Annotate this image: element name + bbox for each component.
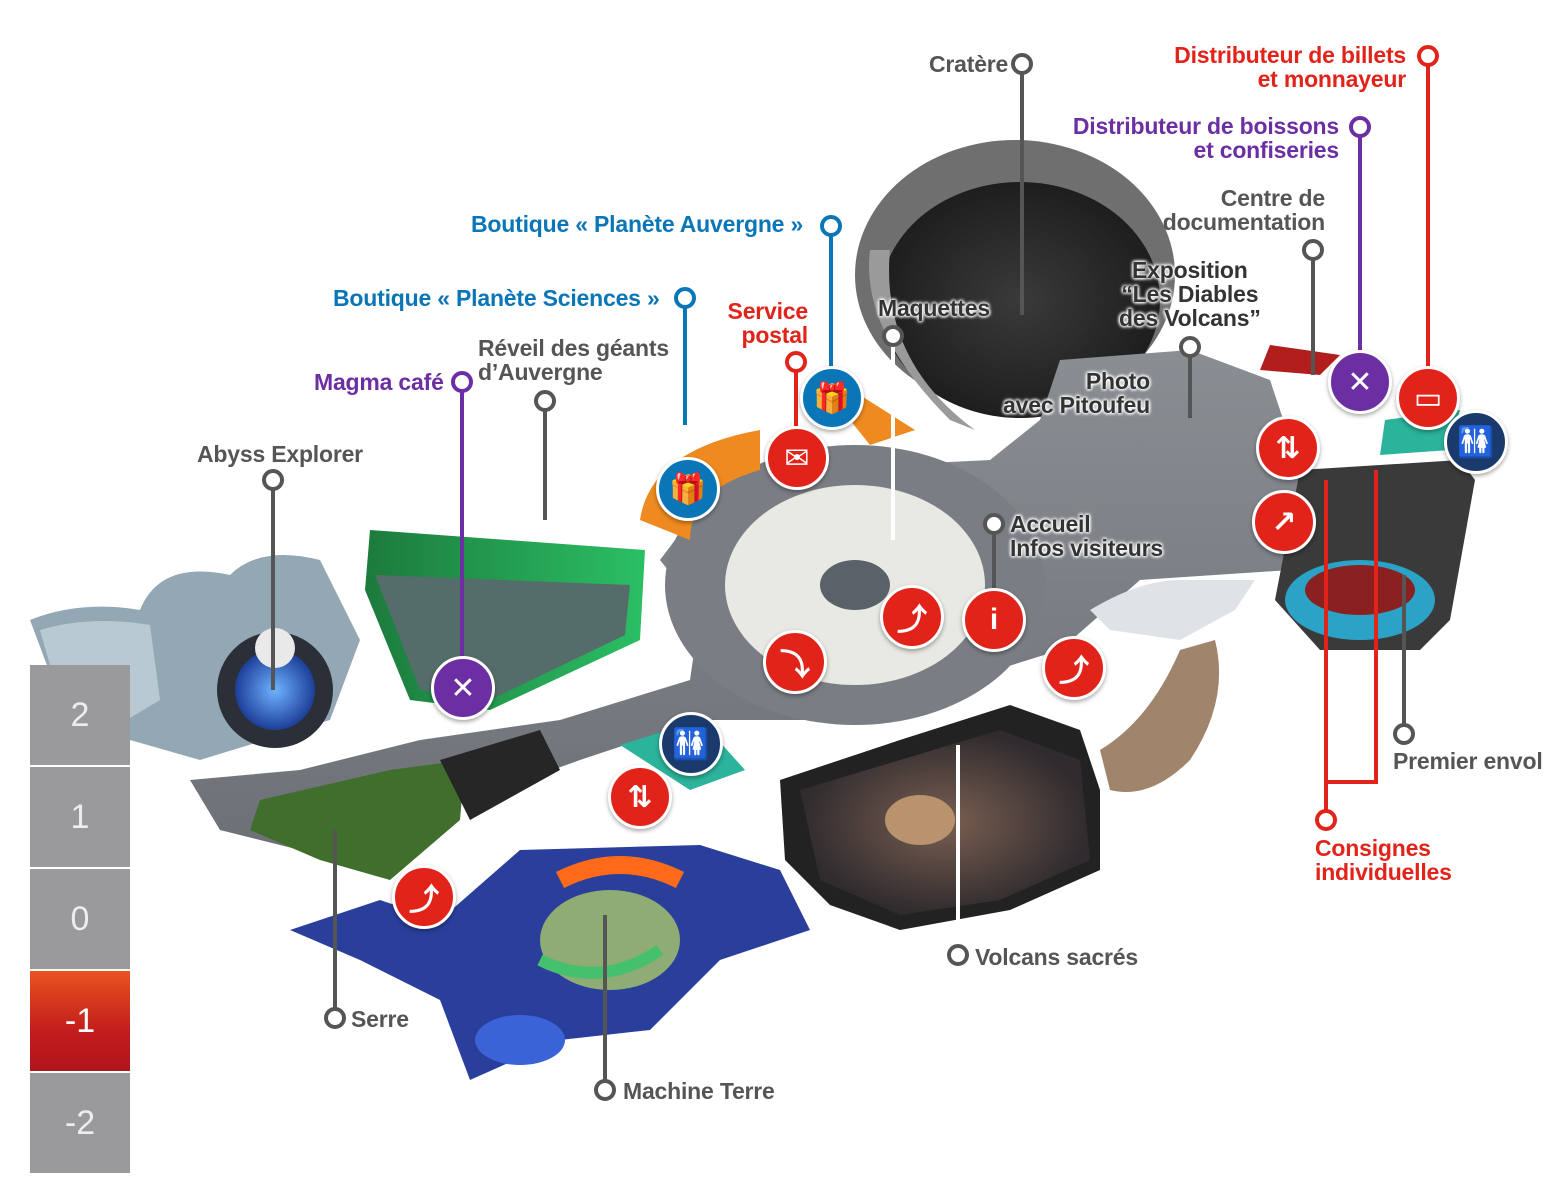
stairs-up-icon[interactable]: ⤴ xyxy=(392,865,456,929)
card-payment-icon[interactable]: ▭ xyxy=(1396,366,1460,430)
label-volcans-sacres[interactable]: Volcans sacrés xyxy=(975,944,1138,970)
volcans-sacres-area xyxy=(780,705,1100,930)
gift-icon[interactable]: 🎁 xyxy=(656,457,720,521)
label-abyss-explorer[interactable]: Abyss Explorer xyxy=(197,441,363,467)
floor-0-button[interactable]: 0 xyxy=(30,869,130,969)
label-magma-cafe[interactable]: Magma café xyxy=(314,369,444,395)
fork-knife-icon[interactable]: ✕ xyxy=(431,656,495,720)
label-accueil[interactable]: Accueil Infos visiteurs xyxy=(1010,511,1163,561)
label-service-postal[interactable]: Service postal xyxy=(727,298,809,348)
fork-knife-icon[interactable]: ✕ xyxy=(1328,350,1392,414)
info-icon[interactable]: i xyxy=(962,588,1026,652)
stairs-up-icon[interactable]: ⤴ xyxy=(880,585,944,649)
gift-icon[interactable]: 🎁 xyxy=(800,366,864,430)
floor-2-button[interactable]: 2 xyxy=(30,665,130,765)
label-boutique-auvergne[interactable]: Boutique « Planète Auvergne » xyxy=(471,211,804,237)
floor-minus2-button[interactable]: -2 xyxy=(30,1073,130,1173)
machine-terre-area xyxy=(290,845,810,1080)
label-exposition[interactable]: Exposition “Les Diables des Volcans” xyxy=(1119,257,1261,331)
mail-icon[interactable]: ✉ xyxy=(765,426,829,490)
reveil-room xyxy=(365,530,645,710)
label-consignes[interactable]: Consignes individuelles xyxy=(1315,835,1452,885)
label-distributeur-billets[interactable]: Distributeur de billets et monnayeur xyxy=(1174,42,1406,92)
floor-1-button[interactable]: 1 xyxy=(30,767,130,867)
label-cratere[interactable]: Cratère xyxy=(929,51,1009,77)
label-premier-envol[interactable]: Premier envol xyxy=(1393,748,1543,774)
label-photo-pitoufeu[interactable]: Photo avec Pitoufeu xyxy=(1003,368,1150,418)
serre-area xyxy=(250,730,560,880)
leader-rings xyxy=(262,45,1439,1101)
label-maquettes[interactable]: Maquettes xyxy=(878,295,990,321)
elevator-icon[interactable]: ⇅ xyxy=(608,765,672,829)
toilets-icon[interactable]: 🚻 xyxy=(659,712,723,776)
toilets-icon[interactable]: 🚻 xyxy=(1444,410,1508,474)
stairs-up-icon[interactable]: ⤴ xyxy=(1042,636,1106,700)
label-boutique-sciences[interactable]: Boutique « Planète Sciences » xyxy=(333,285,660,311)
stairs-down-icon[interactable]: ⤵ xyxy=(763,630,827,694)
elevator-icon[interactable]: ⇅ xyxy=(1256,416,1320,480)
escalator-icon[interactable]: ↗ xyxy=(1252,490,1316,554)
leader-lines xyxy=(271,66,1430,1080)
label-machine-terre[interactable]: Machine Terre xyxy=(623,1078,775,1104)
label-reveil-geants[interactable]: Réveil des géants d’Auvergne xyxy=(478,335,669,385)
label-centre-documentation[interactable]: Centre de documentation xyxy=(1162,185,1325,235)
label-serre[interactable]: Serre xyxy=(351,1006,409,1032)
floor-minus1-button[interactable]: -1 xyxy=(30,971,130,1071)
label-distributeur-boissons[interactable]: Distributeur de boissons et confiseries xyxy=(1072,113,1339,163)
